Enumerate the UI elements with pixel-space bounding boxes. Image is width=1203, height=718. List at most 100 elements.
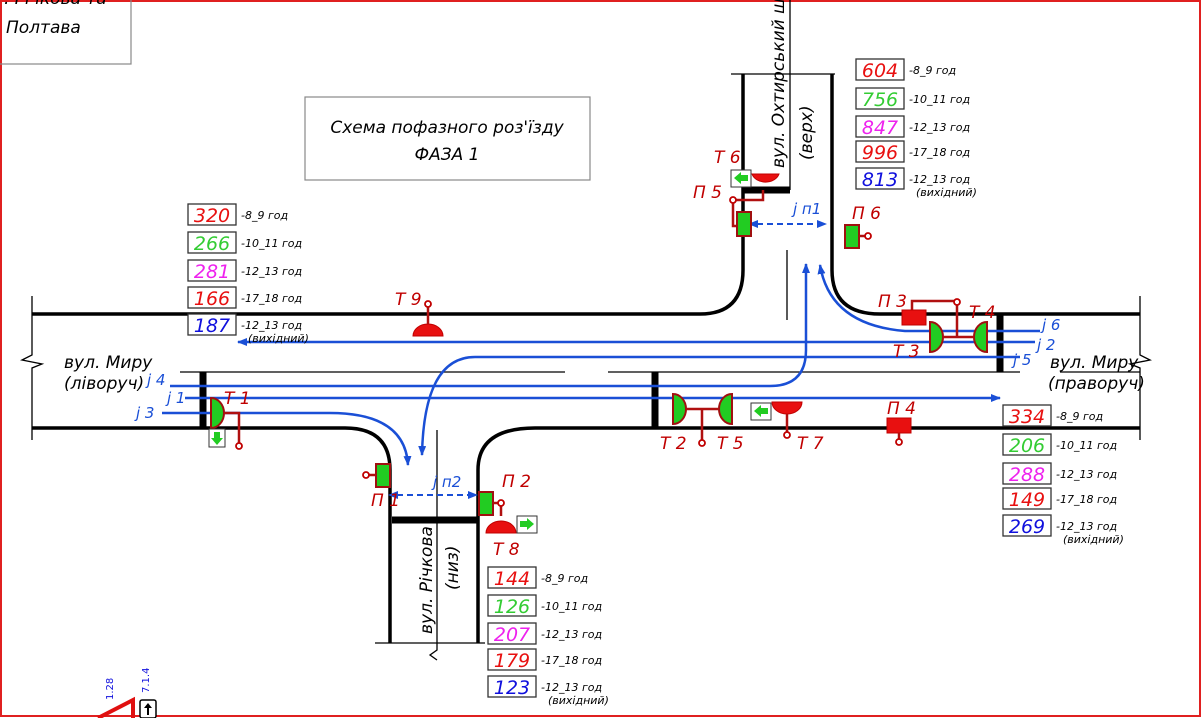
street-names: вул. Охтирський шлях (верх) вул. Річкова… <box>64 0 1145 634</box>
street-top-note: (верх) <box>797 105 817 160</box>
street-right-name: вул. Миру <box>1050 353 1139 373</box>
count-value: 266 <box>194 233 230 255</box>
count-value: 187 <box>194 315 230 337</box>
centerline-bottom <box>428 430 438 661</box>
label-t8: T 8 <box>493 540 520 560</box>
flow-labels: j 1 j 2 j 3 j 4 j 5 j 6 j п1 j п2 <box>134 200 1060 491</box>
vehicle-signal-t2 <box>672 392 687 426</box>
signal-equipment <box>208 169 988 534</box>
signal-t8 <box>485 520 517 534</box>
count-box <box>855 58 905 81</box>
sign-1-28-code: 1.28 <box>105 678 116 700</box>
count-period: -12_13 год <box>241 265 302 278</box>
count-box <box>1002 514 1052 537</box>
count-value: 281 <box>194 261 230 283</box>
count-box <box>187 259 237 282</box>
count-period: -8_9 год <box>541 572 588 585</box>
curb-top-right <box>830 74 1140 316</box>
label-j2: j 2 <box>1035 336 1055 354</box>
count-period: -12_13 год <box>1056 520 1117 533</box>
count-period: -10_11 год <box>241 237 302 250</box>
label-t7: T 7 <box>797 434 824 454</box>
count-period: -8_9 год <box>909 64 956 77</box>
count-value: 206 <box>1009 435 1045 457</box>
count-value: 166 <box>194 288 230 310</box>
street-top-name: вул. Охтирський шлях <box>769 0 789 168</box>
label-j1: j 1 <box>165 389 185 407</box>
label-t9: T 9 <box>395 290 422 310</box>
label-t5: T 5 <box>717 434 744 454</box>
signal-t9 <box>412 323 444 337</box>
street-right-note: (праворуч) <box>1048 374 1145 394</box>
count-period: -12_13 год <box>241 319 302 332</box>
label-t4: T 4 <box>969 303 996 323</box>
ped-signal-p1 <box>375 463 391 488</box>
label-p5: П 5 <box>693 183 722 203</box>
street-left-note: (ліворуч) <box>64 374 144 394</box>
count-box <box>487 622 537 645</box>
flow-j6 <box>817 264 1040 333</box>
count-value: 604 <box>862 60 898 82</box>
vehicle-signal-t4 <box>973 320 988 354</box>
flow-j3 <box>162 411 412 466</box>
count-value: 847 <box>862 117 898 139</box>
count-value: 334 <box>1009 406 1045 428</box>
location-box: . Річкова та Полтава <box>0 0 132 65</box>
count-value: 149 <box>1009 489 1045 511</box>
count-value: 996 <box>862 142 898 164</box>
count-value: 288 <box>1009 464 1045 486</box>
count-box <box>855 167 905 190</box>
count-box <box>187 203 237 226</box>
count-box <box>487 648 537 671</box>
count-box <box>1002 404 1052 427</box>
count-period: -17_18 год <box>541 654 602 667</box>
label-t2: T 2 <box>660 434 687 454</box>
label-j6: j 6 <box>1040 316 1060 334</box>
traffic-flows <box>162 220 1040 499</box>
count-box <box>855 140 905 163</box>
count-box <box>487 675 537 698</box>
count-box <box>487 566 537 589</box>
count-value: 756 <box>862 89 898 111</box>
count-period: -17_18 год <box>1056 493 1117 506</box>
label-t3: T 3 <box>893 342 920 362</box>
count-value: 179 <box>494 650 530 672</box>
signal-t7 <box>771 401 803 415</box>
count-period: -12_13 год <box>541 681 602 694</box>
signal-t6 <box>751 173 780 183</box>
road-geometry <box>20 0 1152 661</box>
label-jn2: j п2 <box>431 473 461 491</box>
count-value: 126 <box>494 596 530 618</box>
count-box <box>487 594 537 617</box>
count-box <box>1002 462 1052 485</box>
count-period: -10_11 год <box>1056 439 1117 452</box>
road-signs: 1.28 7.1.4 <box>97 668 157 718</box>
count-period: -12_13 год <box>1056 468 1117 481</box>
count-period-note: (вихідний) <box>1063 533 1124 546</box>
ped-signal-p6 <box>844 224 860 249</box>
label-j4: j 4 <box>145 371 165 389</box>
curb-bottom-right <box>476 426 1140 643</box>
count-box <box>1002 433 1052 456</box>
count-period: -10_11 год <box>909 93 970 106</box>
vehicle-signal-t3 <box>929 320 944 354</box>
location-line2: Полтава <box>6 18 81 38</box>
warning-sign-icon <box>97 696 135 718</box>
count-period: -10_11 год <box>541 600 602 613</box>
count-period: -17_18 год <box>909 146 970 159</box>
count-box <box>855 115 905 138</box>
sign-7-1-4-code: 7.1.4 <box>141 668 152 693</box>
count-box <box>1002 487 1052 510</box>
title-box: Схема пофазного роз'їзду ФАЗА 1 <box>304 96 591 181</box>
count-value: 207 <box>494 624 530 646</box>
count-period: -12_13 год <box>541 628 602 641</box>
label-p6: П 6 <box>852 204 881 224</box>
label-p3: П 3 <box>878 292 907 312</box>
count-period: -12_13 год <box>909 121 970 134</box>
title-line1: Схема пофазного роз'їзду <box>330 118 564 138</box>
count-value: 123 <box>494 677 530 699</box>
